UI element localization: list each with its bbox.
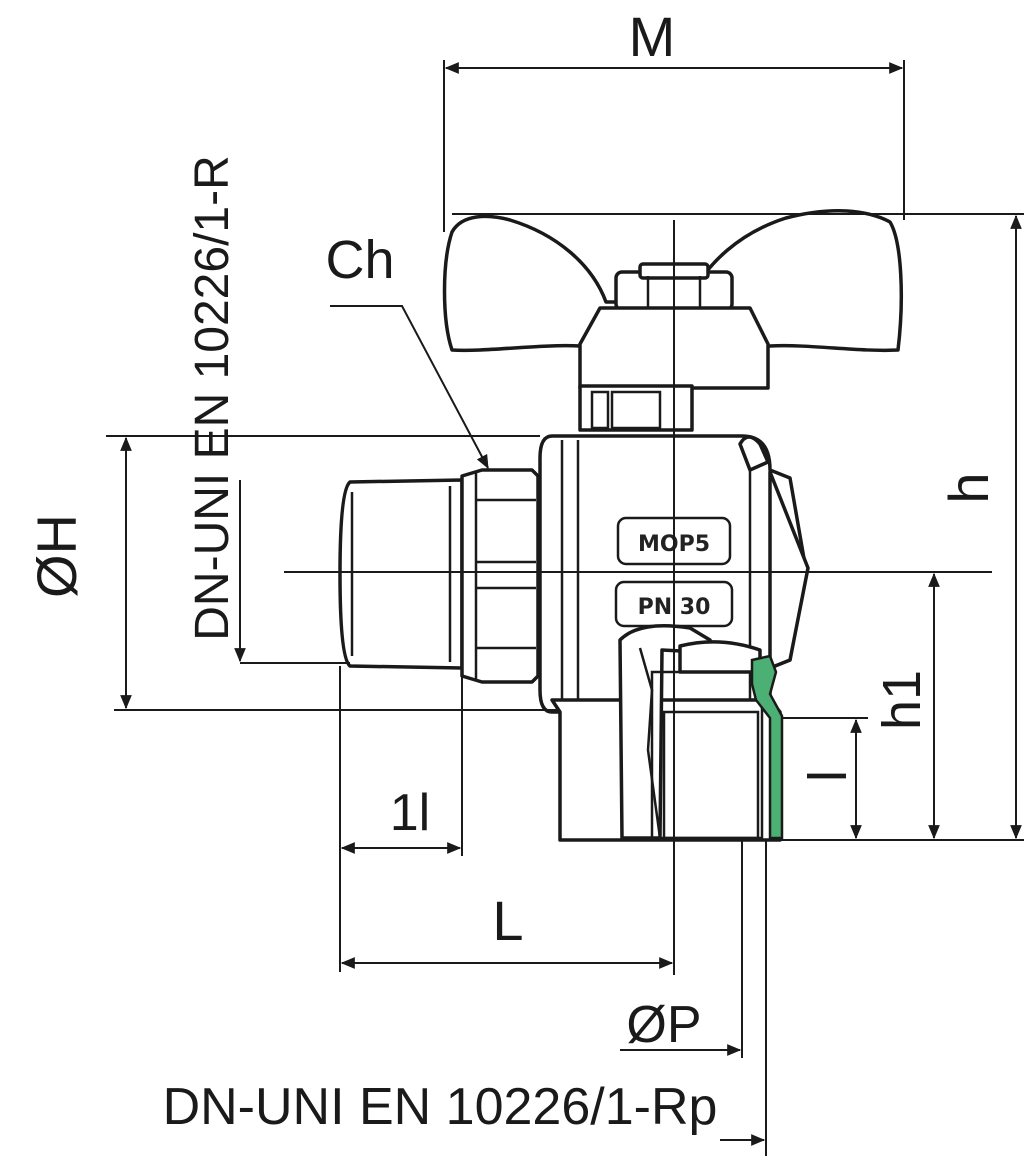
label-big-l: L [492,889,523,952]
construction-lines [106,60,1024,1156]
label-ch: Ch [325,230,394,290]
butterfly-handle [442,209,904,353]
label-dia-h: ØH [25,514,88,598]
label-l: l [798,770,858,782]
male-thread-end [338,478,464,670]
female-thread-end [550,698,782,842]
dimension-labels: M Ch DN-UNI EN 10226/1-R ØH h h1 l 1l L … [25,5,1000,1136]
label-dia-p: ØP [626,996,701,1054]
valve-drawing: MOP5 PN 30 [338,209,904,842]
label-dn-male-thread: DN-UNI EN 10226/1-R [186,155,239,640]
thread-seal [750,654,784,840]
label-h: h [937,472,1000,503]
dimension-arrows [120,62,1022,1146]
label-m: M [629,5,676,68]
hex-nut-ch [460,468,540,684]
label-dn-female-thread: DN-UNI EN 10226/1-Rp [163,1078,718,1136]
label-h1: h1 [872,670,932,730]
label-1l: 1l [390,784,430,842]
